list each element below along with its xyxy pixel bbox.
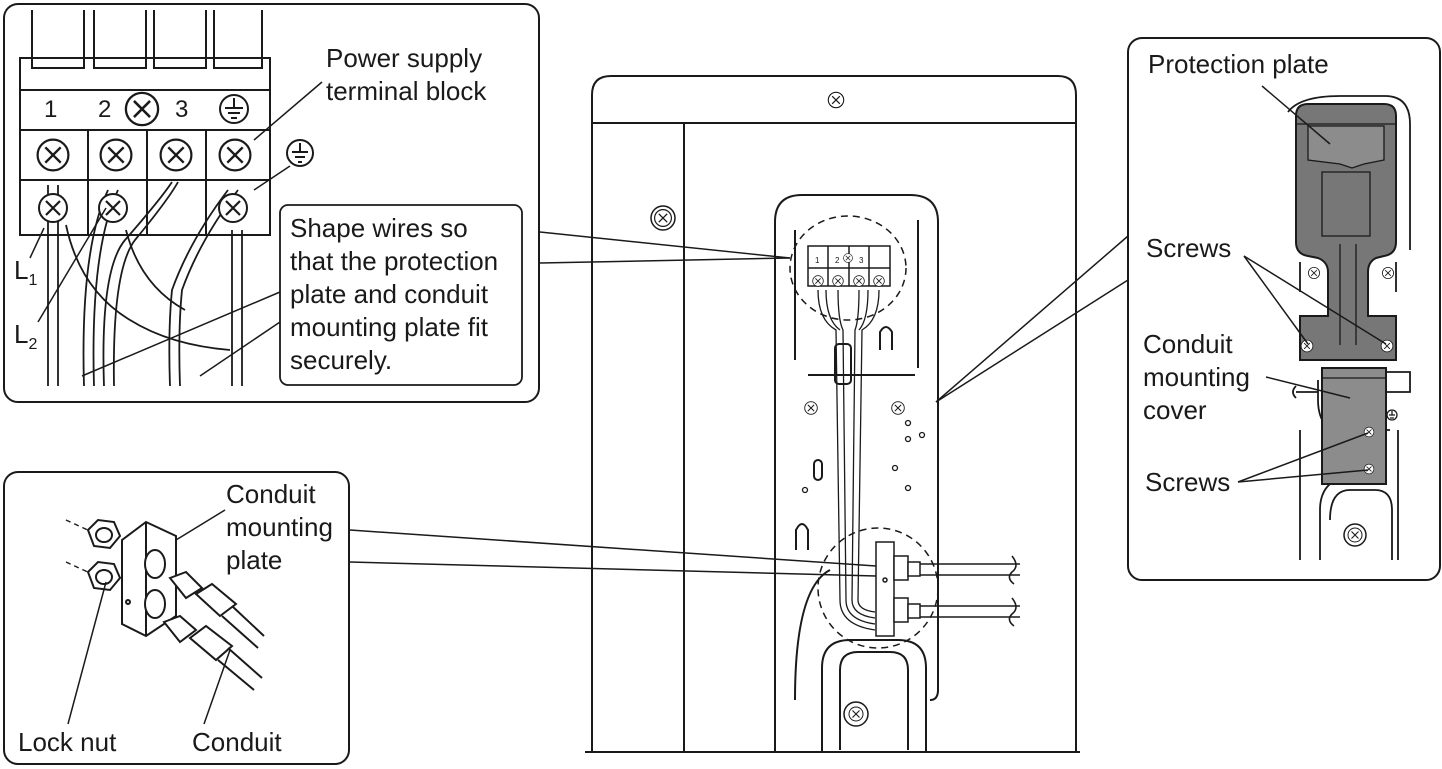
- conduit-plate-label-line1: Conduit: [226, 479, 316, 509]
- screws-bottom-label: Screws: [1145, 467, 1231, 497]
- indoor-unit-body: [585, 75, 1080, 753]
- conduit-plate-label-line3: plate: [226, 545, 283, 575]
- power-supply-label-line1: Power supply: [326, 43, 483, 73]
- conduit-mounting-cover: [1321, 367, 1387, 485]
- svg-text:1: 1: [815, 256, 820, 265]
- svg-text:3: 3: [859, 256, 864, 265]
- note-line-3: plate and conduit: [290, 279, 489, 309]
- cover-label-line3: cover: [1143, 395, 1207, 425]
- shape-wires-note-box: [279, 204, 523, 386]
- note-line-1: Shape wires so: [290, 213, 468, 243]
- top-screw-icon: [827, 91, 845, 109]
- l1-subscript: 1: [28, 272, 38, 289]
- note-line-2: that the protection: [290, 246, 499, 276]
- cover-earth-icon: [1386, 409, 1398, 421]
- l2-label: L2: [14, 318, 37, 361]
- power-supply-label-line2: terminal block: [326, 76, 487, 106]
- l1-letter: L: [14, 255, 29, 285]
- protection-plate: [1295, 103, 1397, 361]
- conduit-dashed-axes: [65, 519, 93, 575]
- conduit-label: Conduit: [192, 727, 282, 757]
- terminal-number-2: 2: [98, 96, 112, 123]
- unit-conduits: [920, 555, 1020, 627]
- conduit-fittings: [162, 570, 265, 691]
- conduit-leaders: [67, 509, 877, 725]
- svg-text:2: 2: [835, 256, 840, 265]
- protection-plate-label: Protection plate: [1148, 49, 1329, 79]
- lock-nuts: [86, 518, 122, 592]
- unit-conduit-plate: [875, 541, 921, 637]
- terminal-callout-lines: [539, 231, 791, 264]
- note-line-4: mounting plate fit: [290, 312, 489, 342]
- cover-lower-screw-icon: [1363, 463, 1375, 475]
- l2-letter: L: [14, 319, 29, 349]
- l2-subscript: 2: [28, 336, 38, 353]
- terminal-number-1: 1: [44, 96, 58, 123]
- cover-label-line1: Conduit: [1143, 329, 1233, 359]
- cover-label-line2: mounting: [1143, 362, 1250, 392]
- l1-label: L1: [14, 254, 37, 297]
- terminal-number-3: 3: [175, 96, 189, 123]
- mounting-holes: [801, 419, 926, 494]
- wire-bundle: [817, 289, 880, 631]
- cover-upper-screw-icon: [1363, 426, 1375, 438]
- conduit-callout-circle: [817, 527, 939, 649]
- terminal-block: [19, 10, 271, 236]
- terminal-callout-circle: [789, 215, 907, 321]
- block-earth-icon: [219, 94, 249, 124]
- side-screw-icon: [653, 208, 673, 228]
- protection-leaders: [935, 85, 1387, 483]
- conduit-mounting-plate: [121, 520, 177, 638]
- lock-nut-label: Lock nut: [18, 727, 117, 757]
- ground-wire-earth-icon: [286, 139, 314, 167]
- note-line-5: securely.: [290, 345, 393, 375]
- screws-top-label: Screws: [1146, 233, 1232, 263]
- unit-terminal-block: [807, 245, 891, 287]
- block-center-screw-icon: [124, 91, 160, 127]
- conduit-plate-label-line2: mounting: [226, 512, 333, 542]
- terminal-leaders: [29, 81, 323, 377]
